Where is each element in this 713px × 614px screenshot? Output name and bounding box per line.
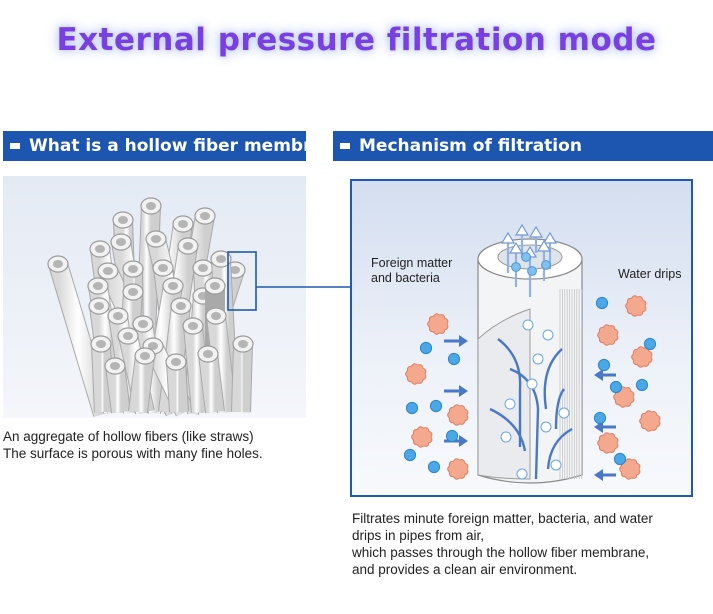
hollow-fiber-tube bbox=[104, 357, 131, 414]
water-drop bbox=[445, 429, 459, 443]
water-drop bbox=[595, 296, 609, 310]
hollow-fiber-tube bbox=[165, 353, 189, 413]
caption-line: An aggregate of hollow fibers (like stra… bbox=[3, 429, 254, 444]
water-drop bbox=[419, 341, 433, 355]
water-drop bbox=[558, 407, 570, 419]
water-drop bbox=[511, 262, 521, 272]
inflow-arrow bbox=[444, 335, 468, 347]
outflow-arrow bbox=[528, 225, 544, 253]
water-drop bbox=[593, 411, 607, 425]
hollow-fiber-bundle-icon bbox=[47, 197, 254, 417]
caption-line: and provides a clean air environment. bbox=[352, 562, 578, 577]
bacteria-particle bbox=[447, 404, 469, 426]
water-drop bbox=[447, 352, 461, 366]
mechanism-caption: Filtrates minute foreign matter, bacteri… bbox=[352, 510, 707, 578]
section-header-mechanism: Mechanism of filtration bbox=[333, 131, 713, 161]
bacteria-particle bbox=[405, 363, 427, 385]
inner-flow-line bbox=[554, 388, 565, 430]
hollow-fiber-tube bbox=[128, 347, 156, 414]
caption-line: which passes through the hollow fiber me… bbox=[352, 545, 650, 560]
inner-flow-line bbox=[543, 348, 563, 410]
inner-flow-line bbox=[489, 407, 527, 452]
label-water-drips: Water drips bbox=[618, 267, 682, 281]
water-drop bbox=[526, 378, 538, 390]
bacteria-particle bbox=[447, 458, 469, 480]
bacteria-particle bbox=[427, 313, 449, 335]
water-drop bbox=[540, 421, 552, 433]
hollow-fiber-tube bbox=[90, 335, 114, 413]
bacteria-particle bbox=[619, 458, 641, 480]
section-header-label: Mechanism of filtration bbox=[359, 136, 582, 156]
bacteria-particle bbox=[597, 432, 619, 454]
filtration-mechanism-panel: Foreign matter and bacteria Water drips bbox=[350, 179, 693, 497]
page-title: External pressure filtration mode bbox=[56, 22, 657, 58]
hollow-fiber-tube bbox=[197, 345, 225, 414]
header-bullet bbox=[340, 143, 350, 149]
hollow-fiber-tube bbox=[231, 335, 254, 413]
caption-line: Filtrates minute foreign matter, bacteri… bbox=[352, 511, 653, 526]
inflow-arrow bbox=[444, 385, 468, 397]
caption-line: drips in pipes from air, bbox=[352, 528, 485, 543]
water-drop bbox=[635, 378, 649, 392]
hollow-fiber-tube bbox=[205, 307, 237, 414]
water-drop bbox=[504, 398, 516, 410]
membrane-cylinder-icon bbox=[403, 223, 661, 484]
water-drop bbox=[550, 459, 562, 471]
bacteria-particle bbox=[639, 410, 661, 432]
water-drop bbox=[542, 329, 554, 341]
section-header-label: What is a hollow fiber membrane? bbox=[29, 136, 357, 156]
water-drop bbox=[609, 380, 623, 394]
label-foreign-line1: Foreign matter bbox=[371, 256, 453, 270]
inflow-arrow bbox=[594, 369, 616, 381]
water-drop bbox=[597, 358, 611, 372]
fiber-bundle-panel bbox=[3, 176, 306, 418]
header-bullet bbox=[10, 143, 20, 149]
water-drop bbox=[405, 401, 419, 415]
hollow-fiber-tube bbox=[182, 317, 211, 413]
water-drop bbox=[521, 252, 531, 262]
water-drop bbox=[522, 319, 534, 331]
water-drop bbox=[403, 448, 417, 462]
outflow-arrow bbox=[500, 231, 516, 273]
inner-flow-line bbox=[497, 338, 522, 447]
water-drop bbox=[613, 452, 627, 466]
water-drop bbox=[427, 460, 441, 474]
fiber-caption: An aggregate of hollow fibers (like stra… bbox=[3, 428, 313, 462]
water-drop bbox=[527, 266, 537, 276]
section-header-hollow-fiber: What is a hollow fiber membrane? bbox=[3, 131, 356, 161]
label-foreign-matter: Foreign matter and bacteria bbox=[371, 256, 452, 286]
water-drop bbox=[532, 353, 544, 365]
water-drop bbox=[516, 468, 528, 480]
inner-flow-line bbox=[546, 427, 573, 470]
water-drop bbox=[643, 337, 657, 351]
label-foreign-line2: and bacteria bbox=[371, 271, 440, 285]
inflow-arrow bbox=[594, 469, 616, 481]
water-drop bbox=[429, 399, 443, 413]
water-drop bbox=[500, 431, 512, 443]
bacteria-particle bbox=[597, 324, 619, 346]
water-drop bbox=[541, 260, 551, 270]
caption-line: The surface is porous with many fine hol… bbox=[3, 446, 263, 461]
bacteria-particle bbox=[411, 426, 433, 448]
bacteria-particle bbox=[625, 295, 647, 317]
